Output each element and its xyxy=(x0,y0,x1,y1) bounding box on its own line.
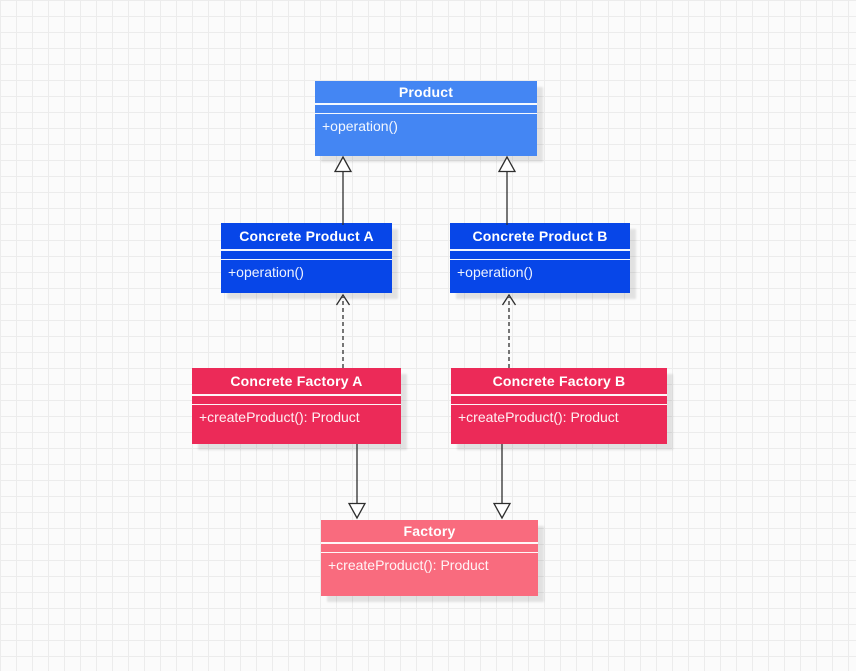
class-node-concrete-product-a[interactable]: Concrete Product A +operation() xyxy=(221,223,392,293)
attributes-compartment xyxy=(192,396,401,404)
class-title: Factory xyxy=(403,523,456,539)
compartment-divider xyxy=(315,112,537,114)
class-method: +operation() xyxy=(322,118,398,134)
edge-concrete-product-a-extends-product[interactable] xyxy=(333,155,353,225)
class-title: Concrete Factory B xyxy=(492,373,626,389)
class-title: Concrete Factory A xyxy=(230,373,363,389)
compartment-divider xyxy=(221,249,392,251)
class-title: Concrete Product B xyxy=(472,228,608,244)
compartment-divider xyxy=(451,394,667,396)
class-title: Concrete Product A xyxy=(239,228,374,244)
compartment-divider xyxy=(192,403,401,405)
class-method: +createProduct(): Product xyxy=(458,409,619,425)
compartment-divider xyxy=(321,551,538,553)
class-node-concrete-factory-b[interactable]: Concrete Factory B +createProduct(): Pro… xyxy=(451,368,667,444)
edge-concrete-factory-a-creates-concrete-product-a[interactable] xyxy=(335,293,351,368)
compartment-divider xyxy=(192,394,401,396)
compartment-divider xyxy=(321,542,538,544)
attributes-compartment xyxy=(451,396,667,404)
compartment-divider xyxy=(315,103,537,105)
attributes-compartment xyxy=(450,251,630,259)
attributes-compartment xyxy=(321,544,538,552)
class-node-factory[interactable]: Factory +createProduct(): Product xyxy=(321,520,538,596)
compartment-divider xyxy=(450,258,630,260)
class-method: +operation() xyxy=(457,264,533,280)
class-method: +createProduct(): Product xyxy=(328,557,489,573)
compartment-divider xyxy=(451,403,667,405)
class-method: +operation() xyxy=(228,264,304,280)
attributes-compartment xyxy=(315,105,537,113)
compartment-divider xyxy=(450,249,630,251)
edge-concrete-factory-b-extends-factory[interactable] xyxy=(492,444,512,520)
edge-concrete-product-b-extends-product[interactable] xyxy=(497,155,517,225)
compartment-divider xyxy=(221,258,392,260)
class-title: Product xyxy=(398,84,454,100)
edge-concrete-factory-b-creates-concrete-product-b[interactable] xyxy=(501,293,517,368)
class-method: +createProduct(): Product xyxy=(199,409,360,425)
attributes-compartment xyxy=(221,251,392,259)
class-node-concrete-factory-a[interactable]: Concrete Factory A +createProduct(): Pro… xyxy=(192,368,401,444)
class-node-concrete-product-b[interactable]: Concrete Product B +operation() xyxy=(450,223,630,293)
edge-concrete-factory-a-extends-factory[interactable] xyxy=(347,444,367,520)
class-node-product[interactable]: Product +operation() xyxy=(315,81,537,156)
